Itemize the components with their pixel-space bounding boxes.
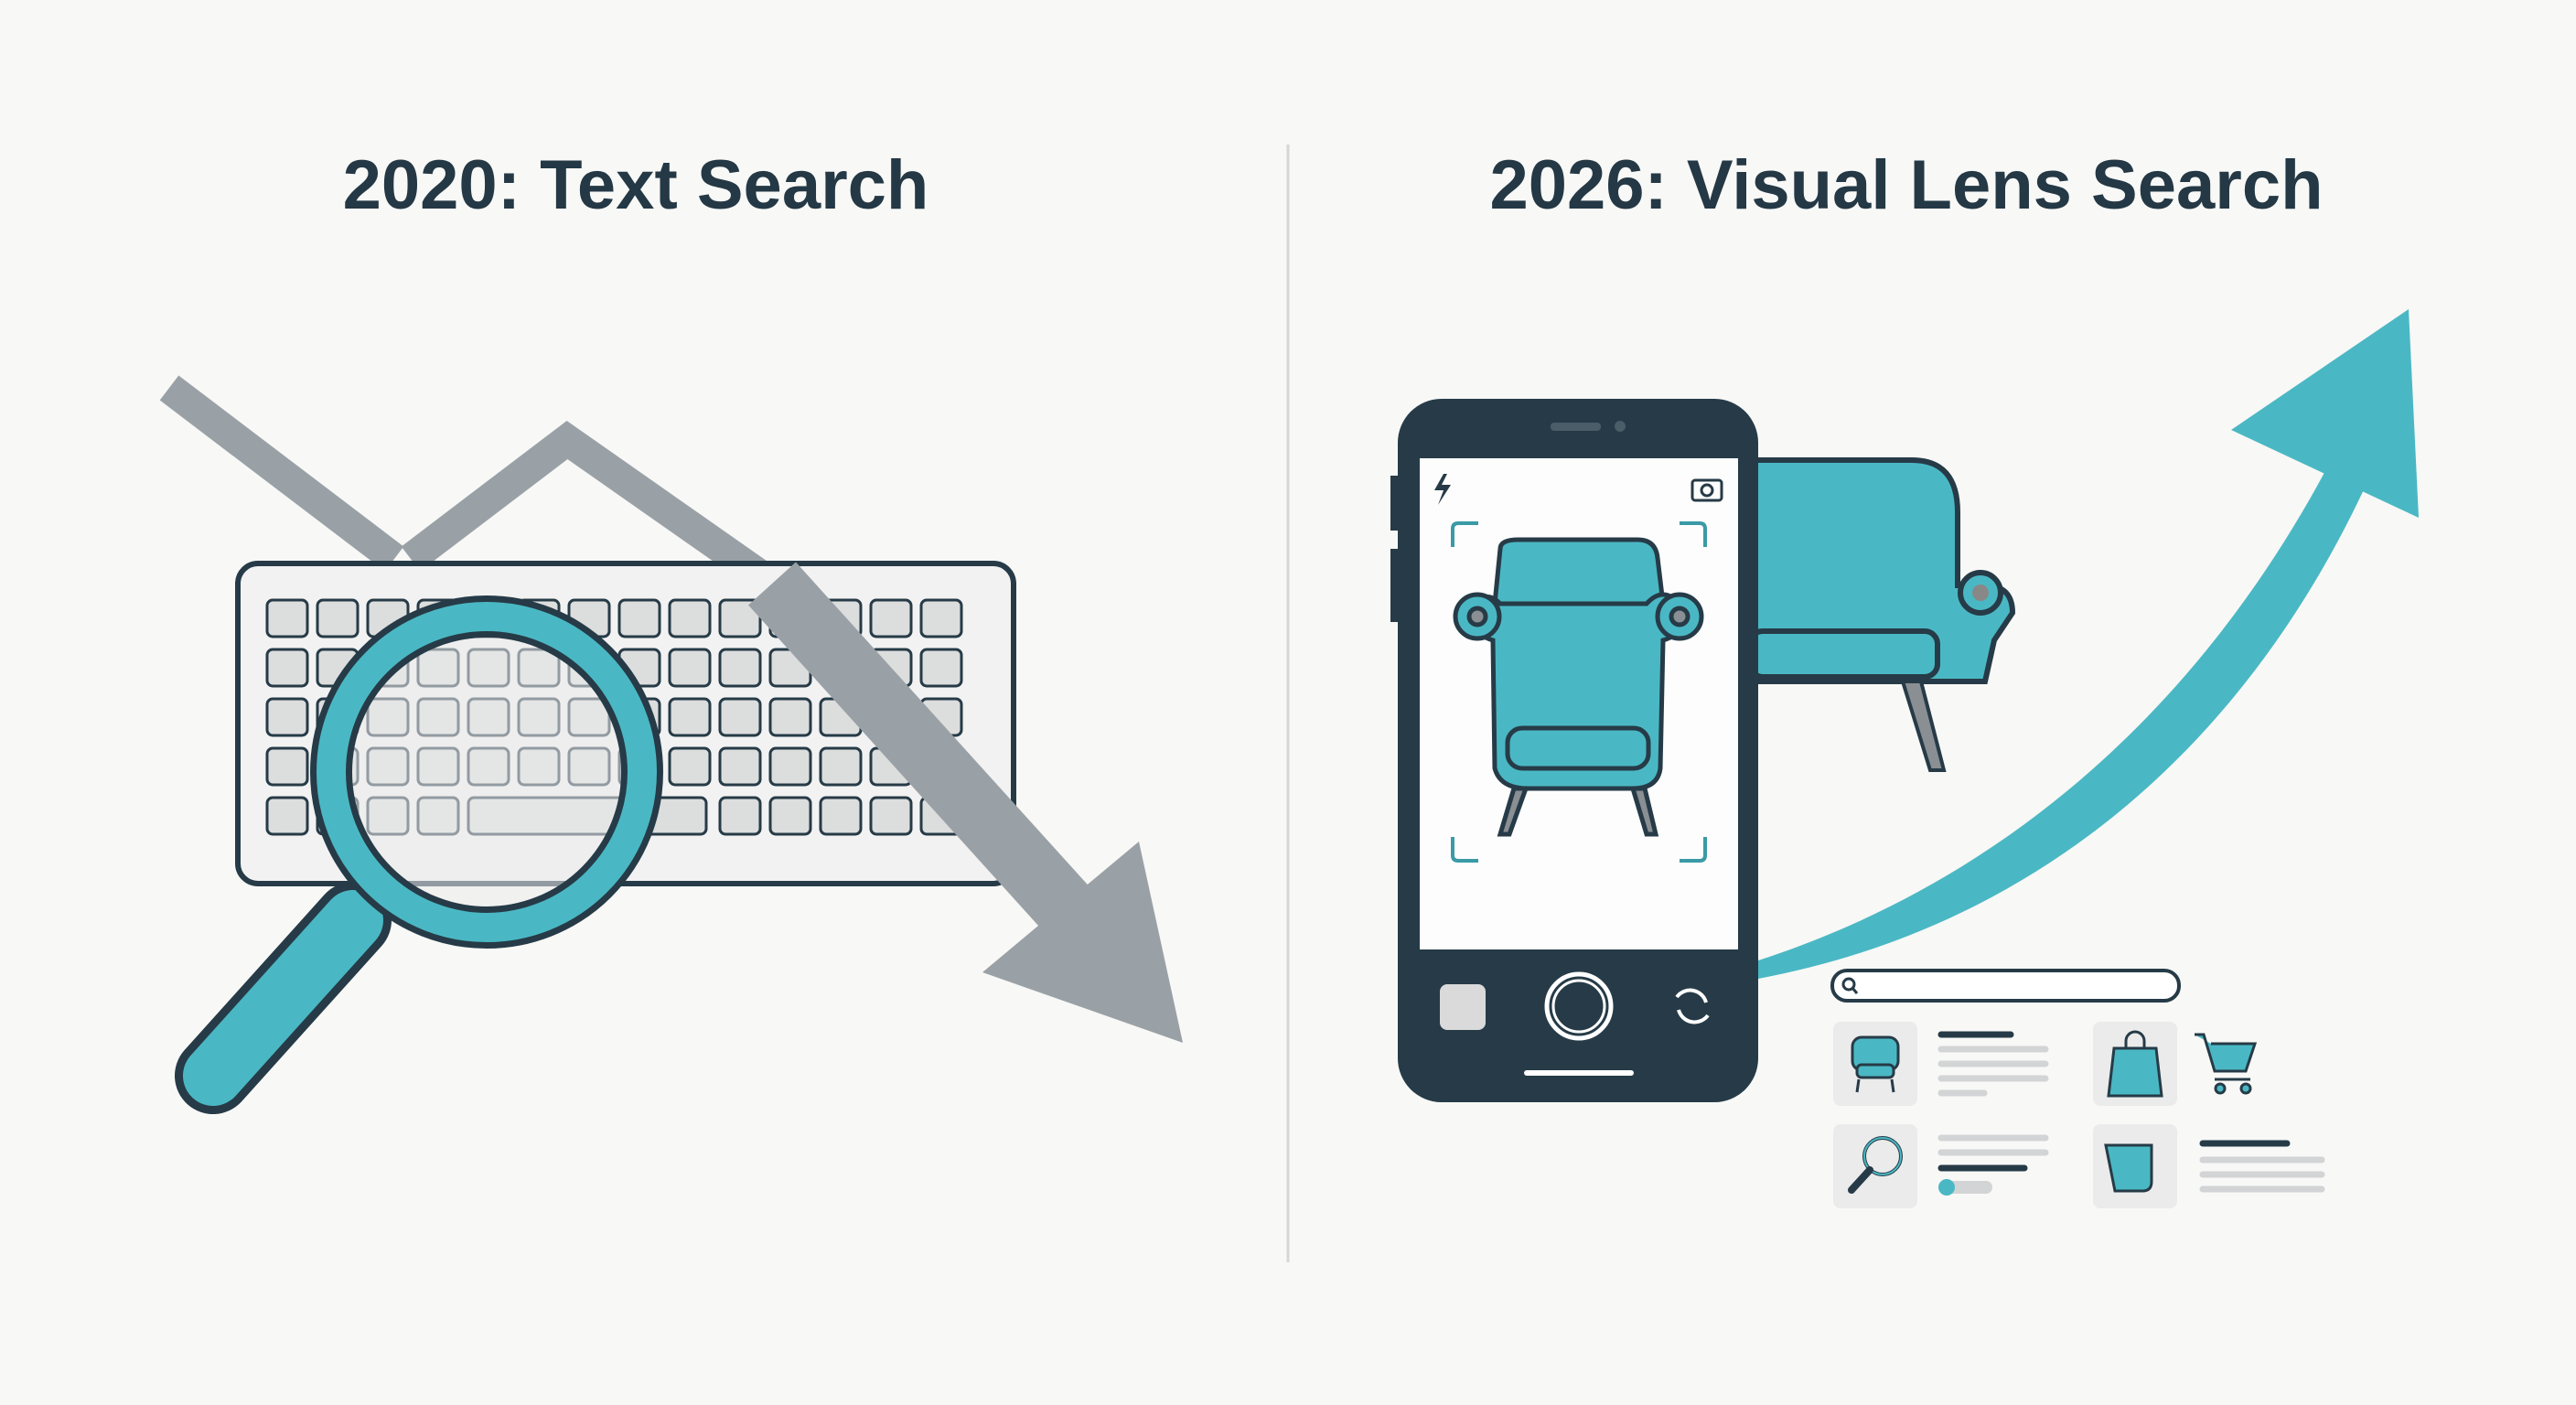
smartphone-icon	[1390, 399, 1758, 1102]
keyboard-key	[718, 598, 762, 638]
keyboard-key	[869, 796, 913, 836]
keyboard-key	[919, 648, 963, 688]
flash-icon[interactable]	[1434, 474, 1451, 505]
keyboard-key	[768, 796, 812, 836]
focus-frame	[1451, 521, 1707, 863]
keyboard-key	[718, 648, 762, 688]
keyboard-key	[668, 697, 712, 737]
keyboard-key	[768, 697, 812, 737]
up-trend-arrow-icon	[1758, 309, 2419, 979]
cart-tag-icon	[2104, 1143, 2153, 1193]
down-trend-arrow-icon	[159, 375, 781, 596]
keyboard-key	[819, 746, 863, 787]
left-title: 2020: Text Search	[343, 146, 929, 224]
right-title: 2026: Visual Lens Search	[1489, 146, 2323, 224]
cart-icon[interactable]	[2195, 1033, 2258, 1095]
magnifier-icon-small	[1848, 1136, 1903, 1194]
search-icon	[1841, 977, 1859, 994]
keyboard-key	[265, 598, 309, 638]
keyboard-key	[265, 697, 309, 737]
down-trend-arrow-shaft	[748, 562, 1183, 1043]
gallery-thumbnail[interactable]	[1440, 984, 1486, 1030]
search-input[interactable]	[1830, 969, 2181, 1003]
keyboard-key	[869, 598, 913, 638]
switch-camera-icon[interactable]	[1675, 988, 1710, 1024]
search-results	[1833, 1022, 2325, 1208]
keyboard-key	[668, 598, 712, 638]
keyboard-key	[718, 796, 762, 836]
keyboard-key	[768, 746, 812, 787]
keyboard-key	[265, 648, 309, 688]
result-tile-search[interactable]	[1833, 1124, 1917, 1208]
armchair-icon	[1851, 1035, 1900, 1093]
armchair-icon	[1453, 537, 1704, 837]
magnifier-icon	[175, 595, 663, 1114]
keyboard-key	[718, 697, 762, 737]
keyboard-key	[819, 796, 863, 836]
keyboard-key	[316, 598, 360, 638]
keyboard-key	[668, 746, 712, 787]
shutter-icon[interactable]	[1544, 971, 1614, 1041]
keyboard-key	[617, 598, 661, 638]
shopping-bag-icon	[2107, 1030, 2163, 1098]
toggle[interactable]	[1938, 1179, 1992, 1196]
keyboard-key	[265, 796, 309, 836]
keyboard-key	[668, 648, 712, 688]
camera-icon[interactable]	[1690, 478, 1723, 502]
keyboard-key	[718, 746, 762, 787]
keyboard-key	[919, 598, 963, 638]
keyboard-key	[265, 746, 309, 787]
armchair-icon-background	[1747, 457, 2016, 772]
